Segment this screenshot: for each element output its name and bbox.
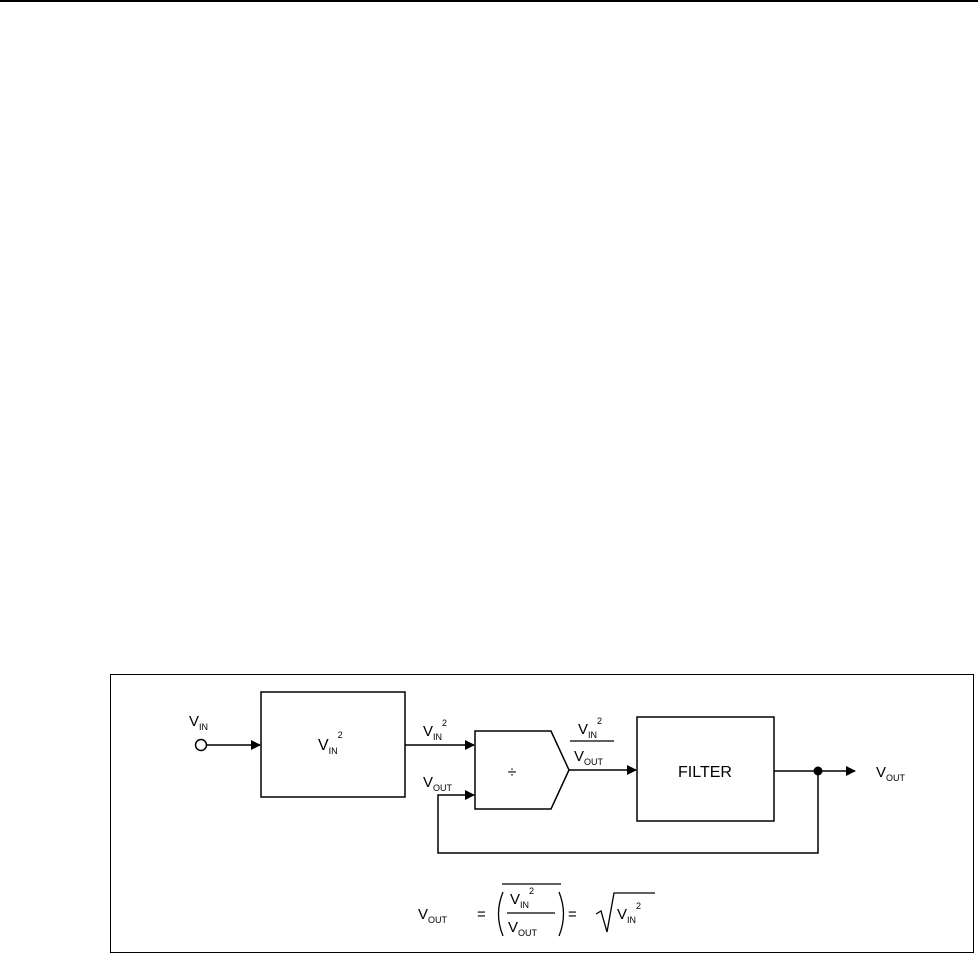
- equation-equals-2: =: [568, 906, 577, 923]
- equation-frac-numerator: VIN2: [510, 886, 534, 910]
- input-label: VIN: [189, 713, 208, 732]
- square-out-label: VIN2: [423, 718, 447, 742]
- filter-label: FILTER: [678, 764, 732, 781]
- divider-symbol: ÷: [508, 764, 517, 781]
- square-block: [260, 691, 406, 798]
- equation-equals-1: =: [477, 906, 486, 923]
- output-label: VOUT: [876, 764, 906, 783]
- ratio-numerator: VIN2: [578, 716, 602, 740]
- equation-sqrt-sign: [595, 892, 655, 933]
- ratio-denominator: VOUT: [574, 748, 604, 767]
- top-rule: [0, 0, 978, 2]
- equation-frac-denominator: VOUT: [508, 919, 538, 938]
- feedback-label: VOUT: [423, 774, 453, 793]
- equation-left-paren: [497, 891, 504, 937]
- equation-sqrt-content: VIN2: [617, 901, 641, 925]
- equation-right-paren: [558, 891, 565, 937]
- divider-block: [474, 730, 570, 810]
- figure-frame: [110, 674, 974, 953]
- input-terminal: [194, 738, 208, 752]
- filter-block: [636, 716, 775, 822]
- feedback-loop: [437, 771, 819, 854]
- equation-lhs: VOUT: [418, 906, 448, 925]
- square-block-label: VIN2: [318, 730, 343, 756]
